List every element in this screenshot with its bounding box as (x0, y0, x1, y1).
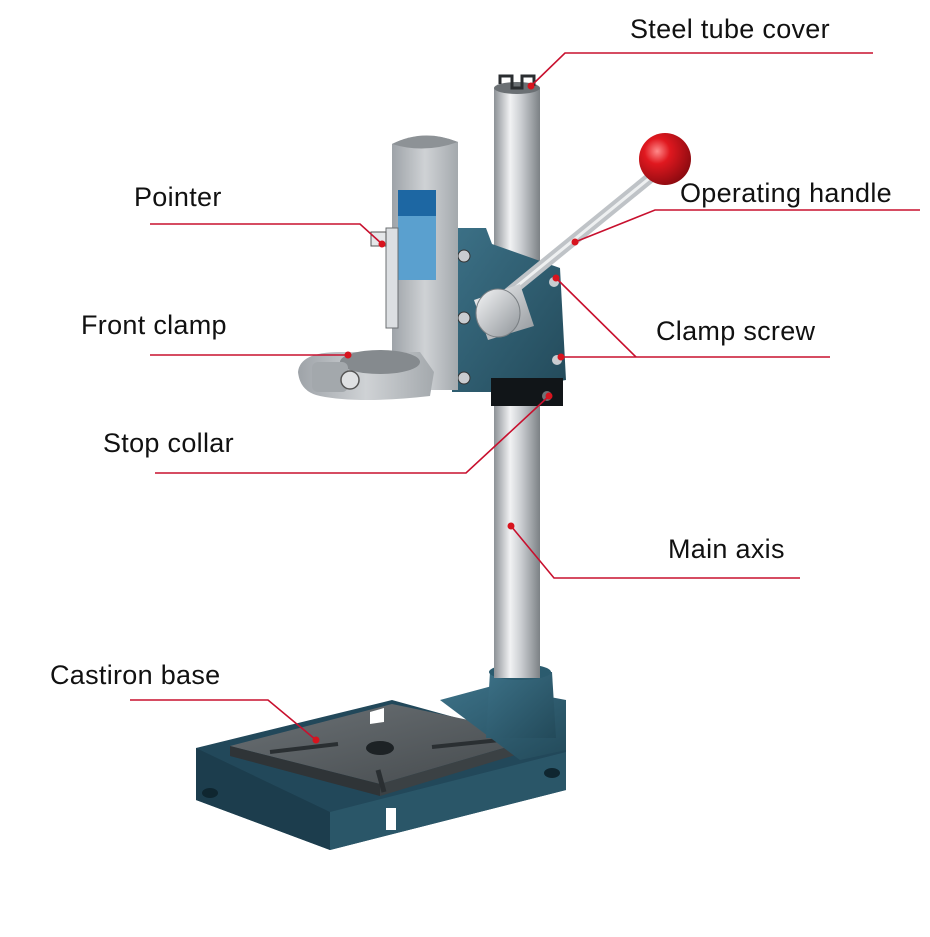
label-front-clamp: Front clamp (81, 310, 227, 340)
leader-castiron-base (130, 699, 317, 741)
label-clamp-screw: Clamp screw (656, 316, 816, 346)
label-pointer: Pointer (134, 182, 222, 212)
leader-steel-tube-cover (530, 52, 873, 87)
leader-clamp-screw-top (555, 277, 637, 358)
operating-handle (474, 133, 691, 340)
label-operating-handle: Operating handle (680, 178, 892, 208)
label-steel-tube-cover: Steel tube cover (630, 14, 830, 44)
leader-lines (130, 52, 920, 741)
leader-pointer (150, 223, 383, 245)
leader-dots (312, 82, 579, 744)
leader-main-axis (510, 525, 800, 579)
label-castiron-base: Castiron base (50, 660, 221, 690)
label-main-axis: Main axis (668, 534, 785, 564)
aluminum-holder (298, 135, 458, 400)
label-stop-collar: Stop collar (103, 428, 234, 458)
leader-operating-handle (574, 209, 920, 243)
leader-stop-collar (155, 395, 550, 474)
